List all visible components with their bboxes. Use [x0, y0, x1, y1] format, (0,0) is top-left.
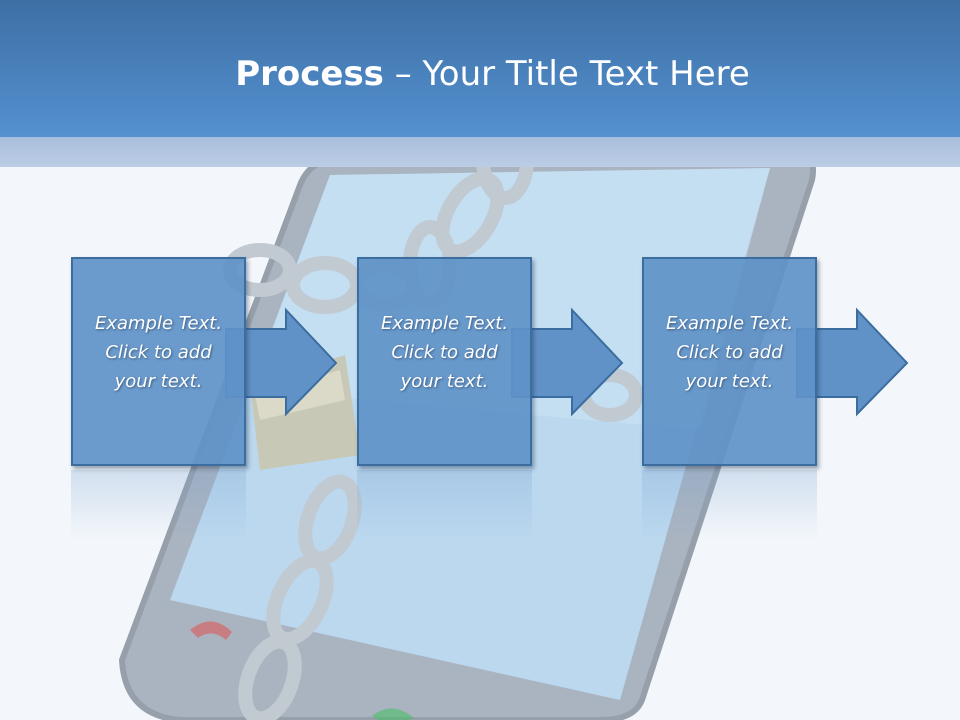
- process-step-3[interactable]: Example Text. Click to add your text.: [642, 257, 909, 466]
- step-text-line: your text.: [114, 371, 203, 392]
- step-box: [642, 257, 817, 466]
- title-bold: Process: [235, 54, 384, 94]
- header-bar: [0, 0, 960, 137]
- step-text-line: Example Text.: [380, 313, 509, 334]
- step-reflection: [357, 470, 532, 540]
- header-band: [0, 137, 960, 167]
- step-text-line: Click to add: [105, 342, 212, 363]
- step-text-line: your text.: [685, 371, 774, 392]
- step-text[interactable]: Example Text. Click to add your text.: [71, 309, 246, 396]
- step-box: [357, 257, 532, 466]
- title-rest: – Your Title Text Here: [383, 54, 750, 94]
- step-reflection: [642, 470, 817, 540]
- step-text-line: Example Text.: [94, 313, 223, 334]
- slide-title[interactable]: Process – Your Title Text Here: [0, 52, 960, 96]
- phone-call-icon: [372, 708, 414, 720]
- step-text-line: Example Text.: [665, 313, 794, 334]
- step-box: [71, 257, 246, 466]
- step-text[interactable]: Example Text. Click to add your text.: [642, 309, 817, 396]
- process-step-2[interactable]: Example Text. Click to add your text.: [357, 257, 624, 466]
- step-text-line: your text.: [400, 371, 489, 392]
- step-reflection: [71, 470, 246, 540]
- step-text-line: Click to add: [676, 342, 783, 363]
- phone-hangup-icon: [190, 621, 232, 640]
- process-step-1[interactable]: Example Text. Click to add your text.: [71, 257, 338, 466]
- step-text-line: Click to add: [391, 342, 498, 363]
- step-text[interactable]: Example Text. Click to add your text.: [357, 309, 532, 396]
